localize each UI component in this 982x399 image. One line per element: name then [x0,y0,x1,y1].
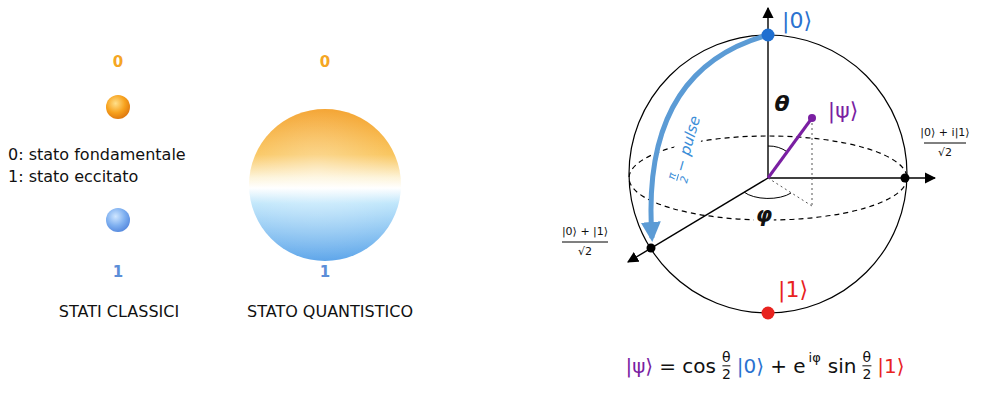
fraction-denominator: 2 [722,365,731,382]
formula-term: |0⟩ [737,354,764,378]
legend-note: 1: stato eccitato [8,168,138,186]
fraction: θ2 [862,350,871,381]
state-vector [768,118,812,178]
fraction-numerator: θ [863,350,872,365]
x-point [647,244,656,253]
formula-term: = cos [659,354,716,378]
ground-state-ball [106,95,130,119]
pulse-arc [651,35,768,238]
fraction-bar [924,143,966,144]
angle-label: φ [754,204,774,227]
pulse-label: π2− pulse [664,110,708,190]
projection-line [768,178,812,206]
state-number: 1 [113,264,123,281]
ket-label: |0⟩ [782,9,812,33]
caption-label: STATO QUANTISTICO [247,303,413,321]
fraction-numerator: |0⟩ + |1⟩ [562,226,608,238]
theta-arc [768,146,788,152]
fraction-denominator: √2 [578,246,592,258]
formula-term: |ψ⟩ [625,354,653,378]
state-formula: |ψ⟩= cosθ2|0⟩+ eiφsinθ2|1⟩ [622,350,907,381]
fraction-numerator: |0⟩ + i|1⟩ [920,127,969,139]
exponent: iφ [809,350,821,365]
state-number: 1 [320,264,330,281]
projection-line [812,118,813,206]
state-number: 0 [320,54,330,71]
caption-label: STATI CLASSICI [59,303,179,321]
state-dot [808,114,816,122]
fraction-denominator: 2 [862,365,871,382]
formula-term: |1⟩ [877,354,904,378]
angle-label: θ [774,92,789,116]
pulse-text: − pulse [671,114,704,174]
fraction-numerator: θ [722,350,731,365]
sphere-highlight [249,109,401,261]
state-number: 0 [113,54,123,71]
formula-term: + e [770,354,805,378]
north-pole [762,29,775,42]
excited-state-ball [106,208,130,232]
y-point [901,174,910,183]
formula-term: sin [828,354,857,378]
fraction-denominator: 2 [676,174,690,184]
fraction: θ2 [722,350,731,381]
legend-note: 0: stato fondamentale [8,146,186,164]
ket-label: |ψ⟩ [828,99,859,123]
superposition-sphere [249,109,401,261]
phi-arc [744,192,791,198]
ket-label: |1⟩ [778,278,808,302]
south-pole [762,307,775,320]
fraction-denominator: √2 [938,147,952,159]
fraction-bar [562,242,608,243]
y-axis [768,177,935,178]
